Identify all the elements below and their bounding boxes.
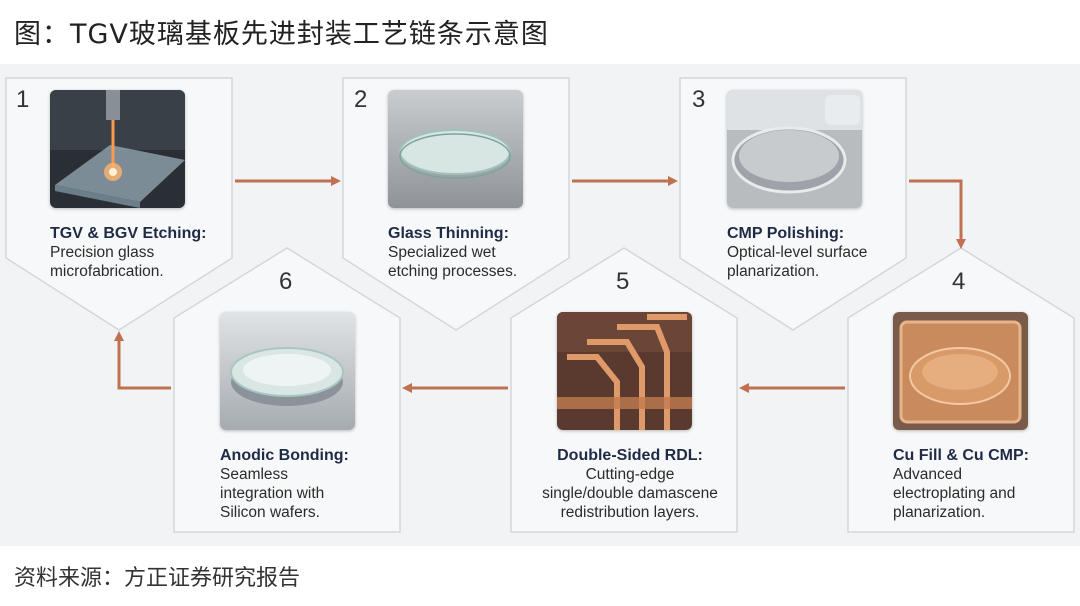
step-title: Anodic Bonding: xyxy=(220,447,349,464)
bonded-wafer-image xyxy=(220,312,355,430)
laser-etching-image xyxy=(50,90,185,208)
thin-glass-image xyxy=(388,90,523,208)
step-title: Glass Thinning: xyxy=(388,225,509,242)
step-description: Seamless integration with Silicon wafers… xyxy=(220,466,325,521)
step-description: Advanced electroplating and planarizatio… xyxy=(893,466,1016,521)
step-number: 3 xyxy=(692,86,706,113)
step-number: 4 xyxy=(952,268,966,295)
step-description: Precision glass microfabrication. xyxy=(50,244,164,280)
cmp-polishing-image xyxy=(727,90,862,208)
step-title: Cu Fill & Cu CMP: xyxy=(893,447,1029,464)
step-number: 2 xyxy=(354,86,368,113)
arrow-6-to-1 xyxy=(114,331,171,390)
step-title: CMP Polishing: xyxy=(727,225,845,242)
rdl-traces-image xyxy=(557,312,692,430)
step-number: 6 xyxy=(279,268,293,295)
step-description: Specialized wet etching processes. xyxy=(388,244,518,280)
step-description: Optical-level surface planarization. xyxy=(727,244,868,280)
figure-title: 图：TGV玻璃基板先进封装工艺链条示意图 xyxy=(14,19,549,50)
step-description: Cutting-edge single/double damascene red… xyxy=(542,466,718,521)
step-number: 5 xyxy=(616,268,630,295)
source-note: 资料来源：方正证券研究报告 xyxy=(14,566,301,591)
copper-fill-image xyxy=(893,312,1028,430)
step-title: Double-Sided RDL: xyxy=(557,447,703,464)
arrow-3-to-4 xyxy=(909,179,966,249)
step-title: TGV & BGV Etching: xyxy=(50,225,207,242)
step-number: 1 xyxy=(16,86,30,113)
